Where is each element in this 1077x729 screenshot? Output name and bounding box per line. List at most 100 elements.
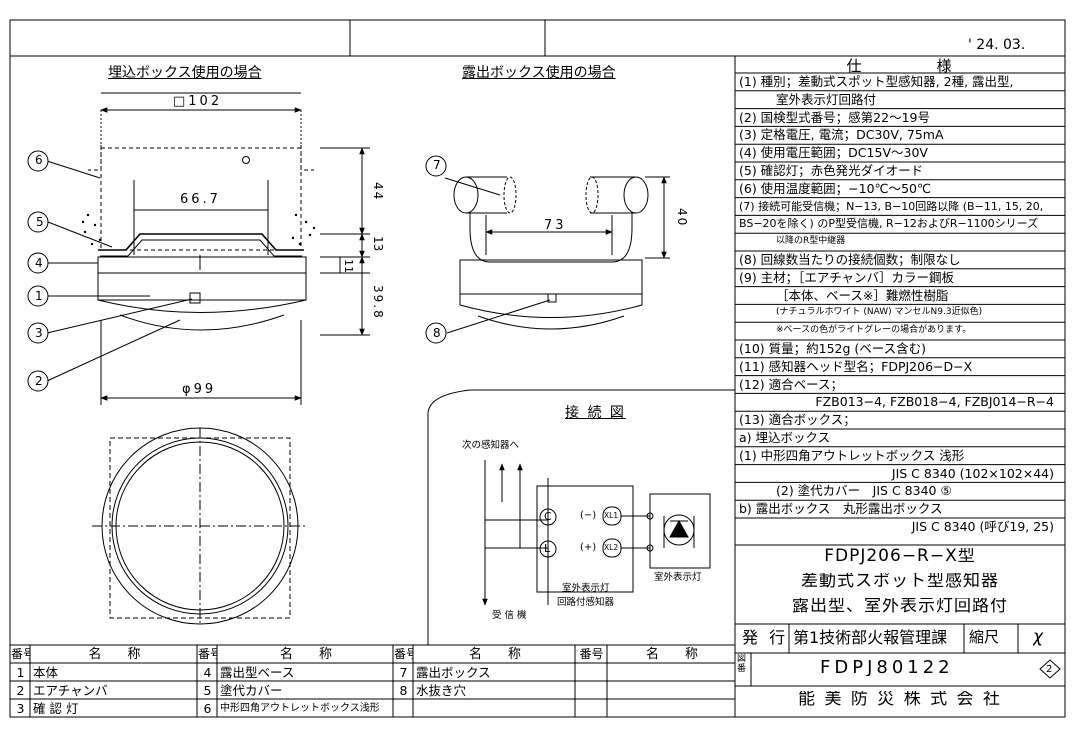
spec-row: b) 露出ボックス 丸形露出ボックス: [739, 501, 943, 517]
callout-circle: [27, 150, 49, 172]
spec-row: (2) 塗代カバー JIS C 8340 ⑤: [776, 483, 952, 499]
dim-13: 13: [371, 236, 385, 252]
right-view-title: 露出ボックス使用の場合: [462, 65, 616, 81]
parts-header-name: 名 称: [88, 647, 141, 662]
right-elevation: [444, 176, 670, 334]
callout-circle: [27, 285, 49, 307]
spec-row: (1) 中形四角アウトレットボックス 浅形: [739, 447, 965, 463]
callout-2: 2: [35, 374, 43, 388]
part-number: 4: [203, 665, 212, 680]
spec-grid: [735, 72, 1065, 519]
spec-row: ※ベースの色がライトグレーの場合があります。: [776, 325, 972, 336]
left-elevation: [88, 92, 370, 405]
callout-5: 5: [36, 215, 44, 229]
scale-label: 縮尺: [969, 629, 1000, 646]
dim-39-8: 39.8: [371, 285, 385, 320]
part-name: 露出型ベース: [220, 665, 295, 680]
drawing-number-label: 図番: [737, 654, 747, 674]
part-number: 1: [16, 665, 25, 680]
callout-8: 8: [433, 326, 441, 340]
part-name: 水抜き穴: [416, 683, 467, 698]
outdoor-lamp-label: 室外表示灯: [654, 572, 702, 583]
part-name: 確 認 灯: [33, 701, 79, 716]
scale-value: χ: [1033, 629, 1044, 646]
detector-label-2: 回路付感知器: [557, 597, 615, 608]
callout-circle: [425, 155, 447, 177]
terminal-c: C: [544, 510, 552, 523]
callout-3: 3: [35, 326, 43, 340]
spec-row: (9) 主材；［エアチャンバ］カラー鋼板: [739, 269, 955, 285]
part-number: 5: [203, 683, 212, 698]
spec-row: (7) 接続可能受信機；N−13, B−10回路以降 (B−11, 15, 20…: [739, 199, 1044, 213]
dim-box: □102: [173, 94, 223, 109]
spec-row: (1) 種別；差動式スポット型感知器, 2種, 露出型,: [739, 74, 1014, 89]
issuing-department: 第1技術部火報管理課: [793, 629, 948, 646]
parts-header-name: 名 称: [279, 647, 332, 662]
parts-header-number: 番号: [11, 647, 30, 661]
spec-row: 室外表示灯回路付: [776, 91, 877, 107]
plus-label: (+): [580, 542, 597, 553]
product-subtitle: 露出型、室外表示灯回路付: [792, 598, 1008, 615]
parts-header-name: 名 称: [645, 647, 698, 662]
callout-circle: [425, 322, 447, 344]
minus-label: (−): [580, 510, 597, 521]
spec-row: (11) 感知器ヘッド型名；FDPJ206−D−X: [739, 358, 973, 374]
spec-row: JIS C 8340 (呼び19, 25): [911, 519, 1054, 534]
product-name: 差動式スポット型感知器: [801, 573, 999, 590]
part-name: 露出ボックス: [416, 665, 491, 680]
dim-66-7: 66.7: [180, 192, 221, 207]
spec-row: (6) 使用温度範囲；−10℃〜50℃: [739, 180, 932, 196]
dim-40: 40: [675, 208, 689, 228]
part-number: 8: [399, 683, 408, 698]
spec-row: a) 埋込ボックス: [739, 430, 831, 445]
sheet-border: [9, 19, 1066, 718]
part-number: 7: [399, 665, 408, 680]
terminal-l: L: [544, 542, 551, 555]
spec-row: (4) 使用電圧範囲；DC15V〜30V: [739, 145, 928, 161]
part-number: 6: [203, 701, 212, 716]
parts-header-number: 番号: [579, 647, 604, 661]
issue-label: 発 行: [742, 629, 789, 646]
wiring-title: 接 続 図: [565, 405, 626, 421]
spec-row: (10) 質量；約152g (ベース含む): [739, 341, 927, 356]
drawing-number: FDPJ80122: [820, 659, 954, 676]
revision-number: 2: [1046, 664, 1053, 675]
callout-7: 7: [433, 158, 441, 172]
revision-diamond: [1039, 659, 1061, 679]
to-next-detector: 次の感知器へ: [462, 440, 520, 451]
callout-circle: [27, 322, 49, 344]
spec-row: (13) 適合ボックス；: [739, 412, 856, 428]
callout-circle: [27, 211, 49, 233]
spec-row: (ナチュラルホワイト (NAW) マンセルN9.3近似色): [776, 307, 983, 318]
dim-phi99: φ99: [182, 382, 217, 397]
plaster-dots: [81, 213, 316, 246]
callout-circle: [27, 252, 49, 274]
left-view-title: 埋込ボックス使用の場合: [108, 65, 262, 81]
part-name: 中形四角アウトレットボックス浅形: [220, 703, 380, 714]
spec-row: (5) 確認灯；赤色発光ダイオード: [739, 163, 924, 178]
detector-label-1: 室外表示灯: [562, 583, 610, 594]
dim-44: 44: [371, 182, 385, 202]
dim-73: 73: [544, 218, 567, 233]
part-name: 塗代カバー: [220, 683, 283, 698]
callout-6: 6: [35, 153, 43, 167]
callout-4: 4: [35, 256, 43, 270]
callouts: [27, 150, 447, 392]
callout-1: 1: [35, 289, 43, 303]
spec-heading: 仕 様: [846, 58, 952, 74]
spec-row: ［本体、ベース※］難燃性樹脂: [776, 287, 949, 303]
plan-view: [92, 427, 308, 626]
receiver-label: 受 信 機: [492, 610, 527, 621]
spec-row: (3) 定格電圧, 電流；DC30V, 75mA: [739, 127, 944, 143]
part-name: 本体: [33, 665, 59, 680]
part-name: エアチャンバ: [33, 683, 108, 698]
spec-row: 以降のR型中継器: [776, 236, 846, 247]
parts-header-number: 番号: [394, 647, 413, 661]
spec-row: (12) 適合ベース；: [739, 376, 844, 392]
spec-row: BS−20を除く) のP型受信機, R−12およびR−1100シリーズ: [739, 217, 1039, 231]
company-name: 能 美 防 災 株 式 会 社: [798, 691, 1002, 708]
terminal-xl1: XL1: [604, 511, 619, 520]
spec-row: (2) 国検型式番号；感第22〜19号: [739, 109, 930, 125]
dim-11: 11: [342, 259, 355, 273]
